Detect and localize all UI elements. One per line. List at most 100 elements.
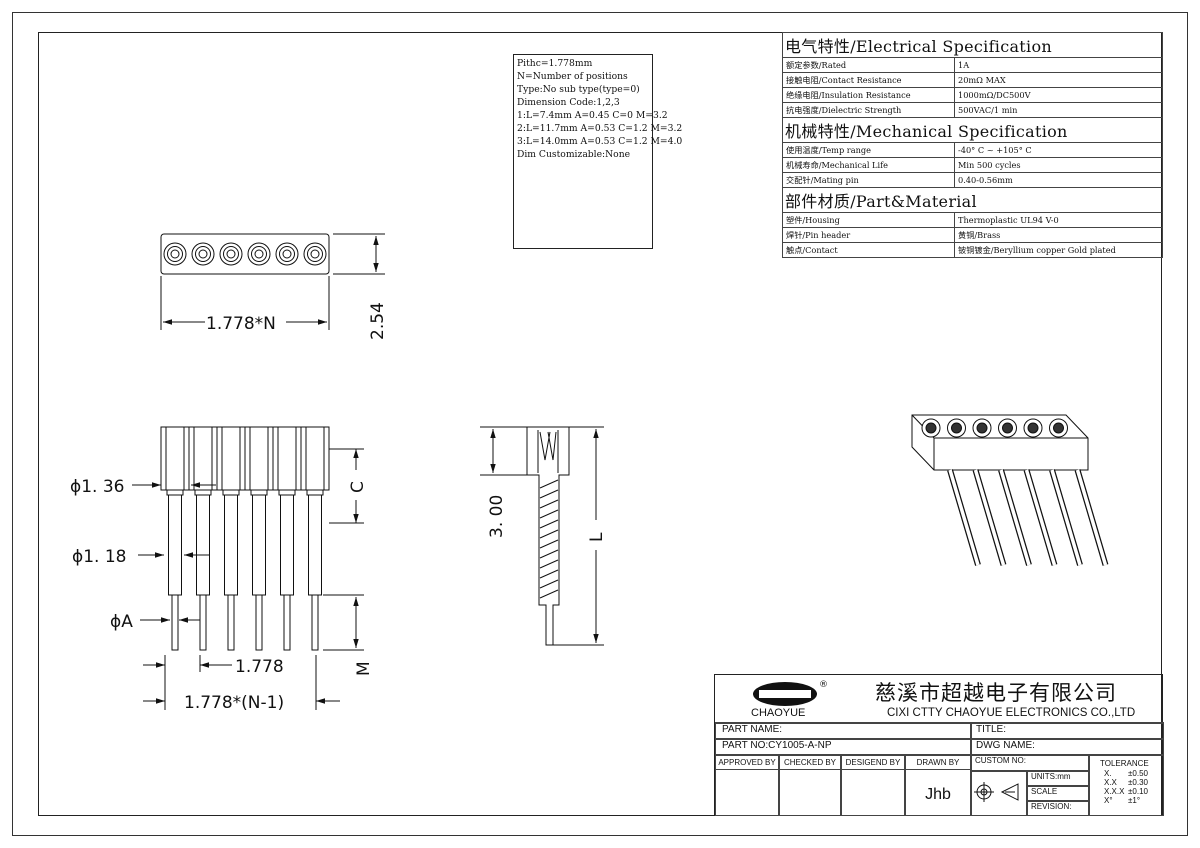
section-hatch [539, 579, 559, 589]
dim-pitch: 1.778 [235, 657, 284, 677]
tolerance-row: X.X.X±0.10 [1104, 787, 1148, 796]
tolerance-row: X°±1° [1104, 796, 1141, 805]
mechanical-spec-heading: 机械特性/Mechanical Specification [782, 117, 1163, 143]
iso-pin-highlight [1075, 469, 1108, 566]
dim-diameter-1-18: ϕ1. 18 [72, 547, 126, 567]
title-block: ® CHAOYUE 慈溪市超越电子有限公司 CIXI CTTY CHAOYUE … [714, 674, 1164, 816]
revision-label: REVISION: [1027, 801, 1089, 816]
pin-body [308, 494, 322, 596]
designed-by-label: DESIGEND BY [842, 756, 904, 770]
drawer-name: Jhb [925, 786, 951, 803]
scale-label: SCALE [1027, 786, 1089, 801]
note-line: 3:L=14.0mm A=0.53 C=1.2 M=4.0 [517, 136, 683, 147]
spec-value: 铍铜镀金/Beryllium copper Gold plated [954, 242, 1163, 258]
socket-hole [191, 242, 215, 266]
section-hatch [539, 499, 559, 509]
socket-hole-inner [195, 246, 211, 262]
section-hatch [539, 489, 559, 499]
dim-c: C [348, 481, 368, 493]
note-line: N=Number of positions [517, 71, 628, 82]
iso-pin-highlight [1024, 469, 1057, 566]
socket-hole [275, 242, 299, 266]
dim-pitch-n: 1.778*N [206, 314, 276, 334]
pin-tail [283, 594, 291, 651]
dim-diameter-a: ϕA [110, 612, 133, 632]
pin-collar [250, 489, 268, 496]
svg-text:®: ® [819, 680, 828, 690]
pin-tail [255, 594, 263, 651]
dim-l: L [587, 532, 607, 542]
material-spec-heading: 部件材质/Part&Material [782, 187, 1163, 213]
note-line: 1:L=7.4mm A=0.45 C=0 M=3.2 [517, 110, 668, 121]
socket-hole-core [254, 249, 264, 259]
note-line: Dimension Code:1,2,3 [517, 97, 620, 108]
company-name-en: CIXI CTTY CHAOYUE ELECTRONICS CO.,LTD [887, 707, 1136, 719]
pin-body [224, 494, 238, 596]
socket-hole-core [310, 249, 320, 259]
custom-no-label: CUSTOM NO: [971, 755, 1089, 771]
iso-socket-hole [951, 422, 962, 434]
drawing-sheet-border [12, 12, 1188, 836]
section-hatch [539, 479, 559, 489]
pin-collar [222, 489, 240, 496]
socket-hole-core [170, 249, 180, 259]
iso-socket-hole [925, 422, 937, 434]
iso-pin-highlight [1050, 469, 1082, 566]
tolerance-label: TOLERANCE [1100, 759, 1149, 768]
electrical-spec-heading: 电气特性/Electrical Specification [782, 32, 1163, 58]
socket-hole-inner [307, 246, 323, 262]
designed-by-cell: DESIGEND BY [841, 755, 905, 816]
title-block-header: ® CHAOYUE 慈溪市超越电子有限公司 CIXI CTTY CHAOYUE … [715, 675, 1164, 723]
iso-socket-hole [1053, 422, 1064, 434]
dim-pitch-n-minus-1: 1.778*(N-1) [184, 693, 284, 713]
tolerance-row: X.X±0.30 [1104, 778, 1148, 787]
tolerance-row: X.±0.50 [1104, 769, 1148, 778]
pin-tail [171, 594, 179, 651]
units-label: UNITS:mm [1027, 771, 1089, 786]
dim-diameter-1-36: ϕ1. 36 [70, 477, 124, 497]
section-hatch [539, 529, 559, 539]
specification-table: 电气特性/Electrical Specification 额定参数/Rated… [782, 32, 1163, 258]
drawn-by-label: DRAWN BY [906, 756, 970, 770]
section-hatch [539, 559, 559, 569]
checked-by-label: CHECKED BY [780, 756, 840, 770]
note-line: Pithc=1.778mm [517, 58, 593, 69]
iso-pin-highlight [973, 469, 1006, 566]
iso-socket-hole [1002, 422, 1013, 434]
socket-hole-core [226, 249, 236, 259]
pin-body [252, 494, 266, 596]
iso-socket-hole [1027, 422, 1039, 434]
pin-tail [199, 594, 207, 651]
pin-tail [227, 594, 235, 651]
checked-by-cell: CHECKED BY [779, 755, 841, 816]
dimension-notes-box: Pithc=1.778mm N=Number of positions Type… [513, 54, 683, 249]
front-view [160, 426, 330, 651]
iso-socket-hole [976, 422, 988, 434]
dim-height: 2.54 [368, 302, 388, 340]
socket-hole-inner [223, 246, 239, 262]
socket-hole-inner [279, 246, 295, 262]
socket-hole-inner [167, 246, 183, 262]
note-line: Dim Customizable:None [517, 149, 631, 160]
spec-key: 触点/Contact [782, 242, 955, 258]
drawing-frame [38, 32, 1162, 816]
drawn-by-cell: DRAWN BY Jhb [905, 755, 971, 816]
top-view [160, 233, 385, 330]
isometric-view [911, 414, 1109, 566]
socket-hole [303, 242, 327, 266]
section-hatch [539, 569, 559, 579]
pin-collar [278, 489, 296, 496]
socket-hole-core [282, 249, 292, 259]
socket-hole-core [198, 249, 208, 259]
projection-symbol-cell [971, 771, 1027, 816]
iso-pin-highlight [999, 469, 1031, 566]
pin-body [168, 494, 182, 596]
approved-by-label: APPROVED BY [716, 756, 778, 770]
note-line: 2:L=11.7mm A=0.53 C=1.2 M=3.2 [517, 123, 683, 134]
tolerance-cell: TOLERANCE X.±0.50 X.X±0.30 X.X.X±0.10 X°… [1089, 755, 1164, 816]
pin-body [196, 494, 210, 596]
chaoyue-logo: ® [753, 680, 828, 706]
part-name-label: PART NAME: [715, 723, 971, 739]
socket-hole [247, 242, 271, 266]
